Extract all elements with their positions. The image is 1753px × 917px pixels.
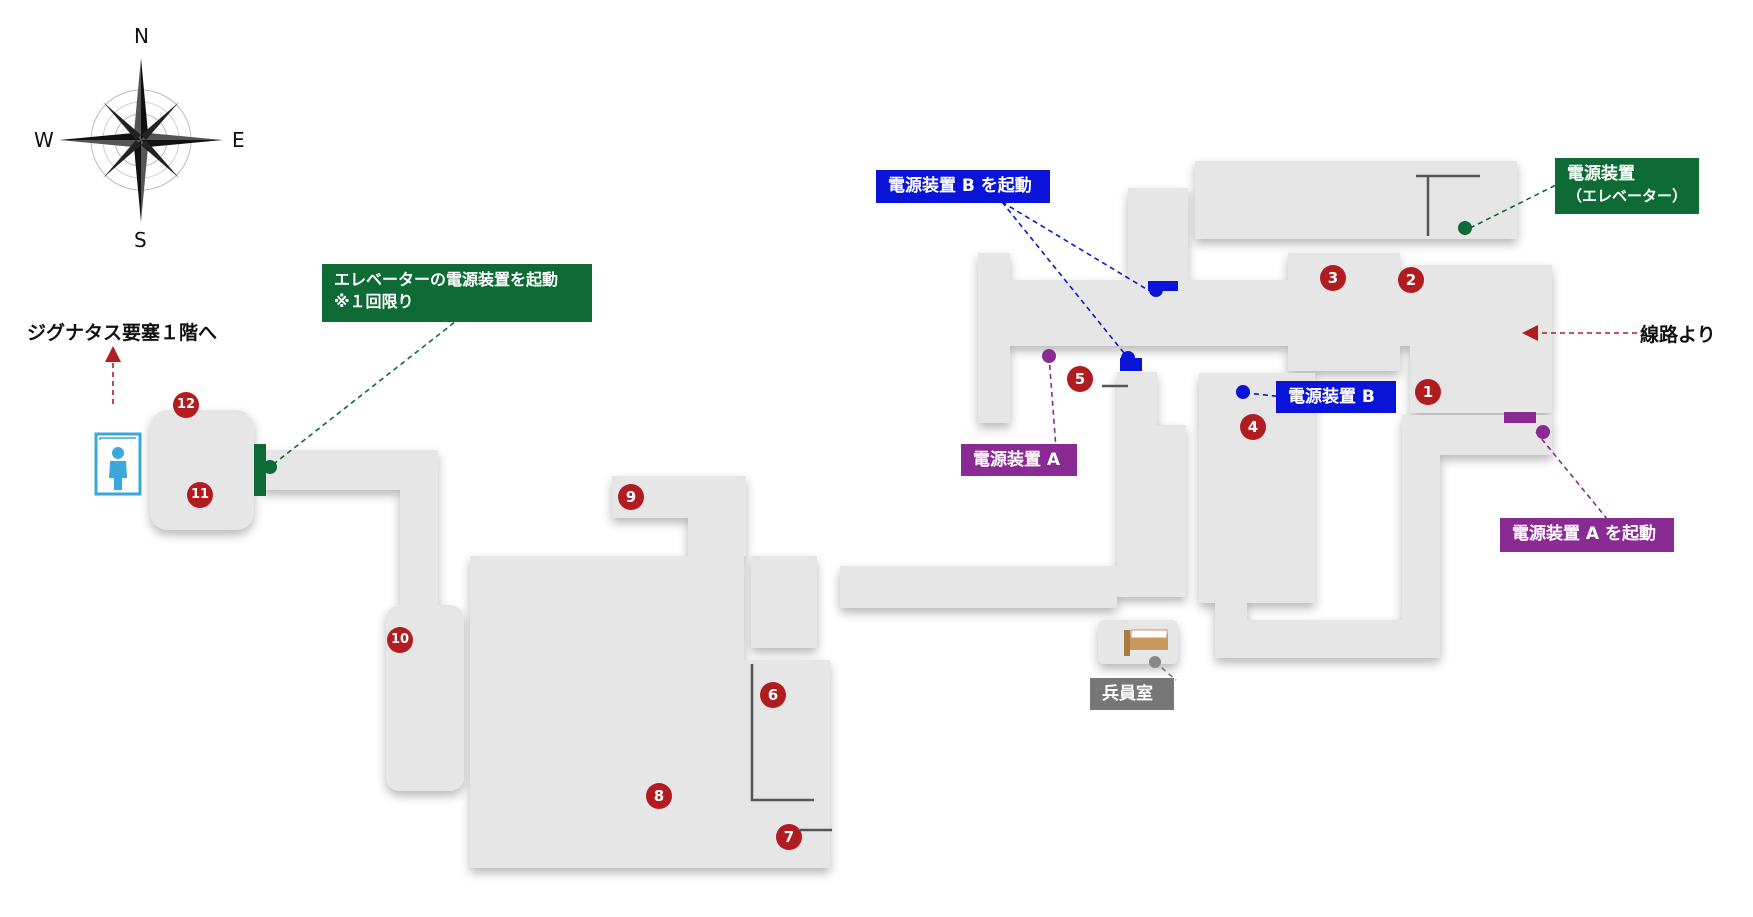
- corridor-west-top: [262, 450, 438, 490]
- marker-10[interactable]: 10: [387, 627, 413, 653]
- rooms: [150, 161, 1552, 868]
- room-5: [1117, 372, 1157, 422]
- label-elevator-power-note: ※１回限り: [334, 292, 414, 311]
- elevator-person-icon[interactable]: [94, 432, 142, 496]
- dot-power-b-1: [1149, 283, 1163, 297]
- label-power-a-start: 電源装置 A を起動: [1500, 518, 1674, 552]
- compass-n: N: [134, 24, 149, 48]
- room-junction: [751, 556, 817, 648]
- dot-elevator-power: [263, 460, 277, 474]
- leader-power-elevator: [1469, 177, 1571, 229]
- marker-2[interactable]: 2: [1398, 267, 1424, 293]
- label-power-b: 電源装置 B: [1276, 381, 1396, 413]
- marker-3[interactable]: 3: [1320, 265, 1346, 291]
- marker-4[interactable]: 4: [1240, 414, 1266, 440]
- marker-11[interactable]: 11: [187, 482, 213, 508]
- room-11-12: [150, 410, 254, 530]
- corridor-south-bottom: [1215, 620, 1440, 658]
- label-barracks: 兵員室: [1090, 678, 1174, 710]
- arrow-up-icon: [105, 346, 121, 362]
- leader-elevator-power: [265, 317, 461, 471]
- dot-barracks: [1149, 656, 1161, 668]
- corridor-5-side: [1148, 425, 1186, 597]
- marker-9[interactable]: 9: [618, 484, 644, 510]
- marker-5[interactable]: 5: [1067, 366, 1093, 392]
- room-north-connector: [1128, 188, 1188, 292]
- marker-1[interactable]: 1: [1415, 379, 1441, 405]
- label-power-b-start: 電源装置 B を起動: [876, 170, 1050, 203]
- corridor-center-east: [840, 566, 1117, 608]
- dot-power-elevator: [1458, 221, 1472, 235]
- dot-power-a: [1042, 349, 1056, 363]
- compass-w: W: [34, 128, 54, 152]
- arrow-left-icon: [1522, 325, 1538, 341]
- label-power-elevator: 電源装置 （エレベーター）: [1555, 158, 1699, 214]
- leader-power-a-left: [1048, 355, 1057, 449]
- room-8: [470, 556, 744, 868]
- corridor-4-south: [1215, 600, 1247, 630]
- leader-power-a-start: [1535, 431, 1609, 521]
- dot-power-a-start: [1536, 425, 1550, 439]
- leader-power-b-start-2: [1001, 201, 1129, 359]
- marker-6[interactable]: 6: [760, 682, 786, 708]
- door-bar-elevator-power: [254, 444, 266, 496]
- label-to-zignatus: ジグナタス要塞１階へ: [27, 322, 218, 344]
- compass-rose-icon: [59, 58, 223, 222]
- wall-line-northeast: [1416, 174, 1480, 236]
- label-power-elevator-sub: （エレベーター）: [1567, 187, 1688, 205]
- bed-icon: [1124, 629, 1168, 656]
- label-power-elevator-title: 電源装置: [1567, 164, 1635, 184]
- room-9-stem: [688, 476, 746, 556]
- marker-7[interactable]: 7: [776, 824, 802, 850]
- leader-power-b-start-1: [1001, 201, 1149, 291]
- compass-s: S: [134, 228, 147, 252]
- label-elevator-power-start: エレベーターの電源装置を起動 ※１回限り: [322, 264, 592, 322]
- label-from-track: 線路より: [1640, 324, 1716, 346]
- room-west-arm: [978, 253, 1010, 423]
- wall-lines: [750, 174, 1480, 832]
- marker-8[interactable]: 8: [646, 783, 672, 809]
- corridor-east-south: [1402, 415, 1440, 655]
- leader-lines: [112, 177, 1637, 681]
- door-bar-power-b-upper: [1148, 281, 1178, 291]
- marker-12[interactable]: 12: [173, 392, 199, 418]
- dot-power-b-2: [1121, 351, 1135, 365]
- dot-power-b: [1236, 385, 1250, 399]
- door-bar-power-a: [1504, 412, 1536, 423]
- label-power-a: 電源装置 A: [961, 444, 1077, 476]
- wall-line-room-6: [750, 664, 814, 802]
- label-elevator-power-start-text: エレベーターの電源装置を起動: [334, 270, 559, 289]
- compass-e: E: [232, 128, 245, 152]
